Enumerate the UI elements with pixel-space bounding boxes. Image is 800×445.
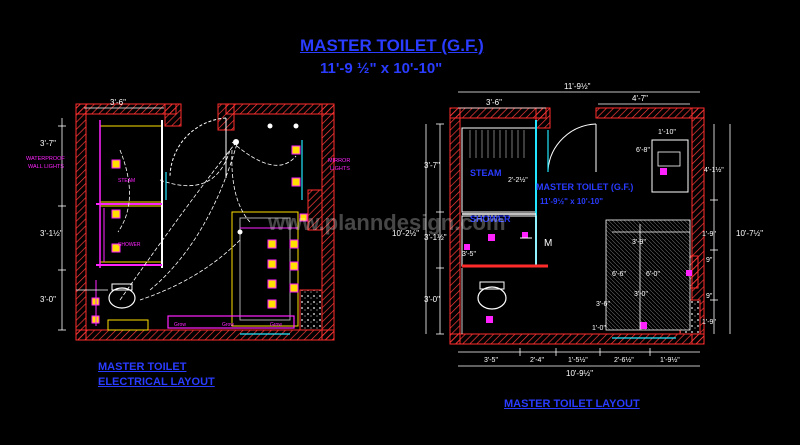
r-dim-bottom-overall: 10'-9½" — [566, 369, 593, 378]
r-dim-right-4: 9" — [706, 293, 713, 300]
r-inner-dim: 2'-2½" — [508, 176, 528, 184]
door-swing — [169, 117, 227, 177]
dim-top-left: 3'-6" — [110, 98, 126, 107]
r-inner-dim: M — [544, 238, 552, 249]
r-dim-right-overall: 10'-7½" — [736, 229, 763, 238]
r-wall-bottom — [449, 333, 705, 345]
wall-bottom — [75, 329, 335, 341]
r-label-shower: SHOWER — [470, 214, 511, 224]
pillar-top — [164, 103, 182, 127]
wall-left — [75, 103, 87, 341]
layout-plan: 11'-9½" 3'-6" 4'-7" 1'-10" 3'-7" 10'-2½"… — [392, 82, 763, 378]
r-inner-dim: 3'-6" — [596, 301, 610, 308]
r-dim-bottom-4: 2'-6½" — [614, 356, 634, 364]
watermark: www.planndesign.com — [267, 210, 506, 235]
wc — [477, 286, 507, 310]
steam-room — [99, 125, 163, 203]
r-dim-right-3: 9" — [706, 257, 713, 264]
r-label-steam: STEAM — [470, 168, 502, 178]
r-dim-left-overall: 10'-2½" — [392, 229, 419, 238]
r-vanity — [605, 219, 691, 331]
r-inner-dim: 3'-0" — [634, 291, 648, 298]
drawing-subtitle: 11'-9 ½" x 10'-10" — [320, 60, 443, 77]
r-cabinet — [651, 139, 689, 193]
r-inner-dim: 3'-9" — [632, 239, 646, 246]
drawing-title: MASTER TOILET (G.F.) — [300, 36, 484, 55]
r-dim-bottom-5: 1'-9½" — [660, 356, 680, 364]
r-door-swing — [547, 123, 597, 171]
left-dimension-lines — [58, 107, 164, 331]
r-wall-top-right — [595, 107, 705, 119]
r-dim-left-1: 3'-7" — [424, 161, 440, 170]
r-inner-title: MASTER TOILET (G.F.) — [536, 182, 633, 192]
r-dim-right-top: 1'-10" — [658, 129, 676, 136]
r-inner-dim: 6'-8" — [636, 147, 650, 154]
label-waterproof: WATERPROOF — [26, 156, 65, 162]
r-dim-top-overall: 11'-9½" — [564, 82, 591, 91]
tag-grow-1: Grow — [174, 322, 186, 328]
r-dim-bottom-3: 1'-5½" — [568, 356, 588, 364]
stone-block — [299, 289, 323, 331]
dim-left-1: 3'-7" — [40, 139, 56, 148]
r-dim-right-5: 1'-9" — [702, 319, 716, 326]
electrical-caption-line2: ELECTRICAL LAYOUT — [98, 376, 215, 388]
r-dim-bottom-1: 3'-5" — [484, 357, 498, 364]
magenta-conduits — [95, 208, 298, 326]
r-inner-subtitle: 11'-9½" x 10'-10" — [540, 197, 603, 206]
tag-grow-2: Grow — [222, 322, 234, 328]
dim-left-2: 3'-1½" — [40, 229, 63, 238]
right-dimension-lines — [425, 91, 731, 367]
label-lights: LIGHTS — [330, 166, 350, 172]
label-steam-elec: STEAM — [118, 178, 135, 184]
wall-hatch-strip — [307, 189, 323, 231]
tag-grow-3: Grow — [270, 322, 282, 328]
r-dim-right-1: 4'-1½" — [704, 166, 724, 174]
r-inner-dim: 6'-6" — [612, 271, 626, 278]
r-wall-top — [449, 107, 547, 119]
r-dim-top-2: 4'-7" — [632, 94, 648, 103]
layout-caption: MASTER TOILET LAYOUT — [504, 398, 640, 410]
r-inner-dim: 6'-0" — [646, 271, 660, 278]
electrical-plan: 3'-6" 3'-7" 3'-1½" 3'-0" WATERPROOF WALL… — [26, 98, 350, 341]
electrical-caption-line1: MASTER TOILET — [98, 361, 187, 373]
r-inner-dim: 1'-0" — [592, 325, 606, 332]
r-dim-left-2: 3'-1½" — [424, 233, 447, 242]
r-dim-bottom-2: 2'-4" — [530, 357, 544, 364]
wall-top — [75, 103, 177, 115]
wc-electrical — [108, 287, 136, 309]
label-wall-lights: WALL LIGHTS — [28, 164, 64, 170]
r-dim-left-3: 3'-0" — [424, 295, 440, 304]
label-shower-elec: SHOWER — [118, 242, 141, 248]
label-mirror: MIRROR — [328, 158, 350, 164]
r-dim-right-2: 1'-9" — [702, 231, 716, 238]
r-dim-top-1: 3'-6" — [486, 98, 502, 107]
dim-left-3: 3'-0" — [40, 295, 56, 304]
wall-top-right — [225, 103, 335, 115]
r-inner-dim: 3'-5" — [462, 251, 476, 258]
